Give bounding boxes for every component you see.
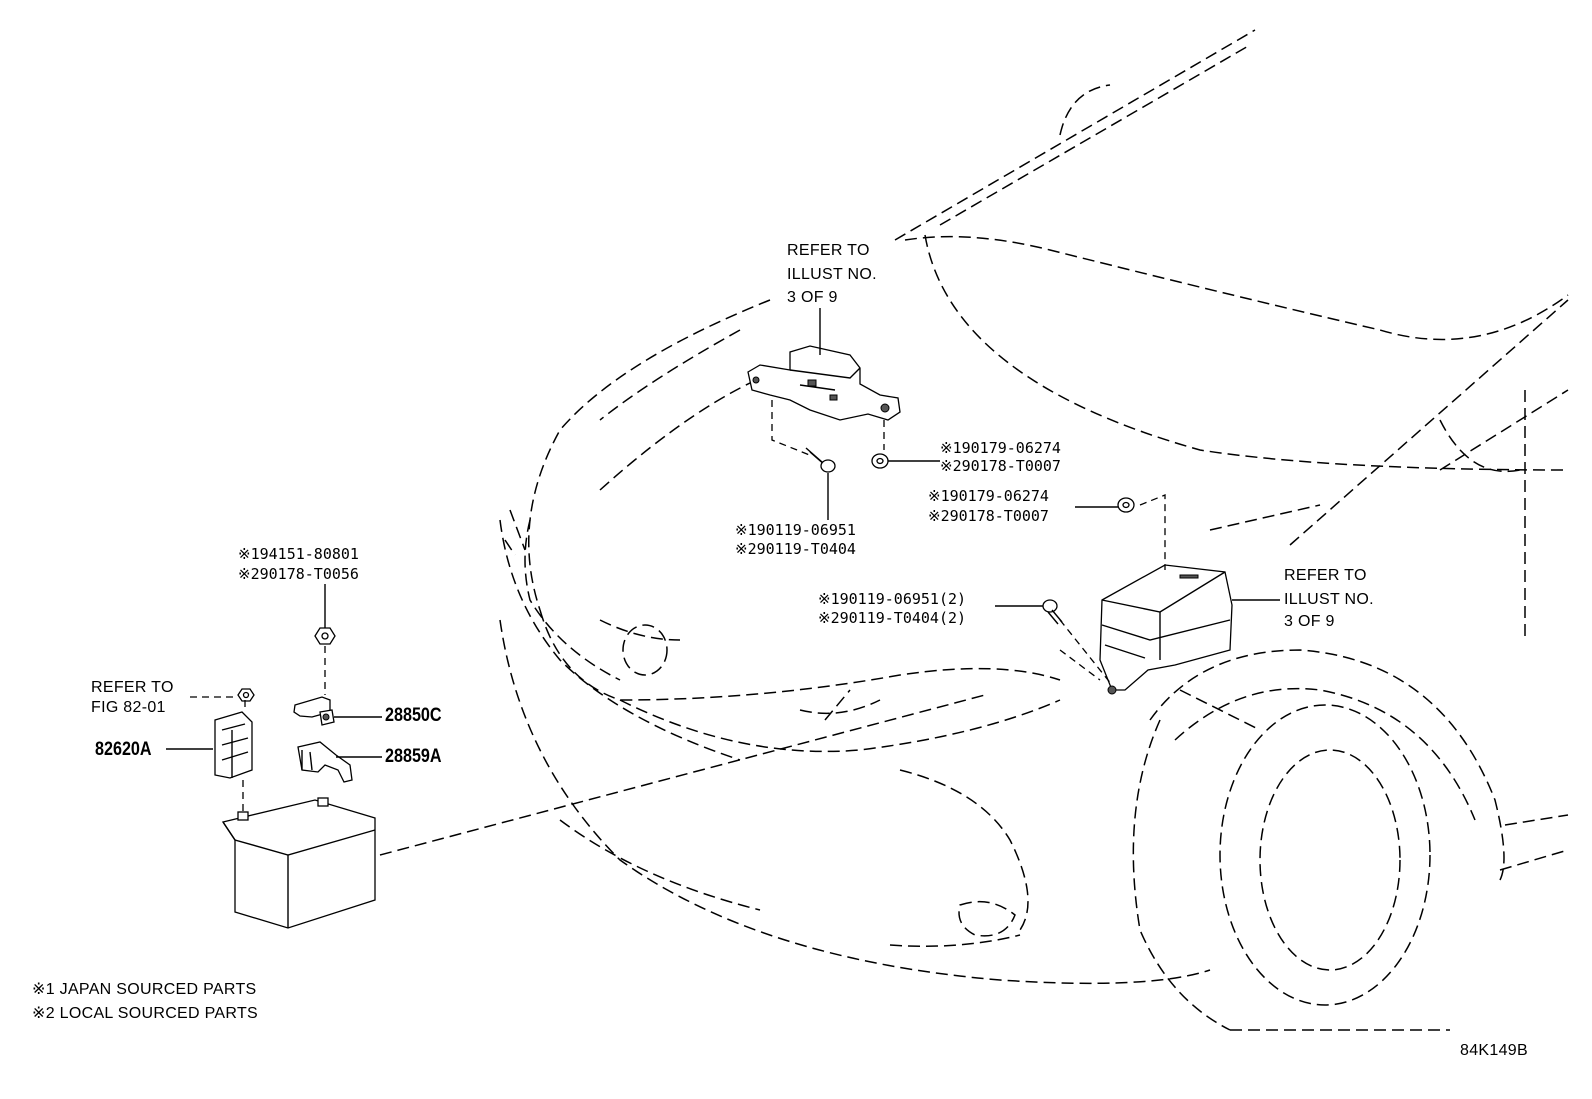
callout-nut-right-1: ※190179-06274 bbox=[928, 487, 1049, 505]
refer-illust-right-line3: 3 OF 9 bbox=[1284, 613, 1335, 630]
part-number-bracket: 28859A bbox=[385, 746, 442, 767]
nut-top bbox=[871, 453, 889, 469]
refer-illust-top-line1: REFER TO bbox=[787, 242, 870, 259]
callout-nut-top-1: ※190179-06274 bbox=[940, 439, 1061, 457]
legend-note-1: ※1 JAPAN SOURCED PARTS bbox=[32, 981, 257, 998]
part-number-clamp-sensor: 28850C bbox=[385, 705, 442, 726]
callout-bolt-top-2: ※290119-T0404 bbox=[735, 540, 856, 558]
clamp-sensor bbox=[293, 696, 335, 726]
refer-illust-top-line2: ILLUST NO. bbox=[787, 266, 877, 283]
callout-nut-right-2: ※290178-T0007 bbox=[928, 507, 1049, 525]
bolt-top bbox=[805, 447, 836, 473]
refer-fig-line1: REFER TO bbox=[91, 679, 174, 696]
refer-illust-right-line2: ILLUST NO. bbox=[1284, 591, 1374, 608]
refer-fig-line2: FIG 82-01 bbox=[91, 699, 166, 716]
battery bbox=[221, 797, 376, 929]
fuse-box-right bbox=[1099, 564, 1233, 695]
refer-illust-top-line3: 3 OF 9 bbox=[787, 289, 838, 306]
part-number-holder: 82620A bbox=[95, 739, 152, 760]
bracket bbox=[297, 741, 353, 783]
holder bbox=[214, 711, 253, 779]
callout-battery-nut-1: ※194151-80801 bbox=[238, 545, 359, 563]
battery-nut bbox=[314, 627, 336, 645]
control-module-top bbox=[747, 345, 901, 421]
nut-fig-ref bbox=[237, 688, 255, 702]
callout-bolt-top-1: ※190119-06951 bbox=[735, 521, 856, 539]
legend-note-2: ※2 LOCAL SOURCED PARTS bbox=[32, 1005, 258, 1022]
callout-battery-nut-2: ※290178-T0056 bbox=[238, 565, 359, 583]
illustration-id: 84K149B bbox=[1460, 1042, 1528, 1059]
callout-bolt-right-2: ※290119-T0404(2) bbox=[818, 609, 967, 627]
nut-right bbox=[1117, 497, 1135, 513]
refer-illust-right-line1: REFER TO bbox=[1284, 567, 1367, 584]
callout-bolt-right-1: ※190119-06951(2) bbox=[818, 590, 967, 608]
bolt-right bbox=[1042, 599, 1063, 625]
callout-nut-top-2: ※290178-T0007 bbox=[940, 457, 1061, 475]
